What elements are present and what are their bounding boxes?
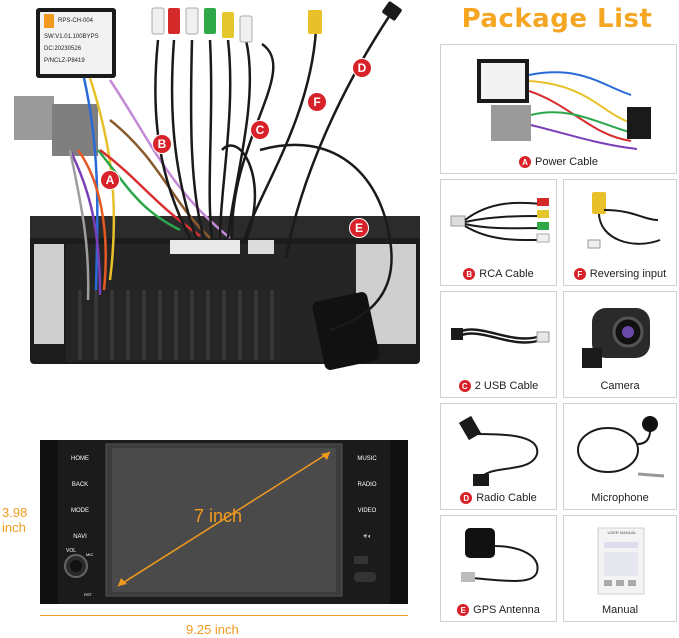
microphone-icon (577, 416, 665, 478)
width-dimension-line (40, 615, 408, 616)
gps-antenna-label: GPS Antenna (473, 604, 540, 616)
manual-header-text: USER MANUAL (607, 530, 637, 535)
brightness-icon[interactable]: ☀︎◐ (362, 534, 372, 540)
width-dimension: 9.25 inch (186, 622, 239, 637)
module-label-line3: DC:20230526 (44, 46, 82, 52)
reversing-input-icon (587, 192, 661, 249)
mode-button[interactable]: MODE (71, 508, 89, 514)
microphone-label: Microphone (591, 492, 649, 504)
power-cable-caption: A Power Cable (441, 156, 676, 168)
vol-label: VOL (66, 548, 77, 554)
manual-caption: Manual (564, 604, 676, 616)
marker-e: E (349, 218, 369, 238)
rca-cable-icon (450, 198, 550, 243)
mic-label: MIC (86, 552, 94, 557)
radio-button[interactable]: RADIO (357, 482, 377, 488)
music-button[interactable]: MUSIC (357, 456, 377, 462)
camera-label: Camera (600, 380, 640, 392)
reversing-input-marker: F (573, 268, 586, 280)
marker-a: A (100, 170, 120, 190)
marker-b: B (152, 134, 172, 154)
package-item-manual: USER MANUAL Manual (563, 515, 677, 622)
height-unit: inch (2, 520, 26, 535)
camera-caption: Camera (564, 380, 676, 392)
package-item-microphone: Microphone (563, 403, 677, 510)
manual-label: Manual (601, 604, 639, 616)
right-button-column: MUSIC RADIO VIDEO ☀︎◐ (350, 446, 384, 550)
rca-cable-label: RCA Cable (479, 268, 534, 280)
marker-f: F (307, 92, 327, 112)
wiring-harness-photo: RPS-CH-004 SW:V1.01.100BYPS DC:20230526 … (0, 0, 432, 400)
radio-cable-label: Radio Cable (476, 492, 537, 504)
video-button[interactable]: VIDEO (357, 508, 377, 514)
usb-cable-marker: C (458, 380, 471, 392)
left-button-column: HOME BACK MODE NAVI (68, 446, 92, 550)
radio-cable-marker: D (460, 492, 473, 504)
radio-cable-icon (458, 415, 539, 486)
height-dimension: 3.98 inch (2, 505, 38, 535)
package-list-title: Package List (461, 4, 653, 34)
power-cable-marker: A (519, 156, 531, 168)
head-unit-illustration (40, 440, 408, 604)
package-item-camera: Camera (563, 291, 677, 398)
usb-cable-icon (451, 328, 550, 344)
power-cable-label: Power Cable (535, 156, 598, 168)
height-value: 3.98 (2, 505, 28, 520)
usb-cable-label: 2 USB Cable (474, 380, 539, 392)
wiring-harness-illustration: RPS-CH-004 SW:V1.01.100BYPS DC:20230526 … (14, 1, 420, 370)
gps-antenna-icon (461, 528, 539, 582)
marker-c: C (250, 120, 270, 140)
reversing-input-label: Reversing input (589, 268, 667, 280)
module-label-line1: RPS-CH-004 (58, 18, 94, 24)
package-item-power-cable: A Power Cable (440, 44, 677, 174)
home-button[interactable]: HOME (71, 456, 89, 462)
head-unit-front: HOME BACK MODE NAVI VOL MIC RST MUSIC RA… (40, 432, 408, 610)
microphone-caption: Microphone (564, 492, 676, 504)
module-label-line4: P/NCLZ-P8419 (44, 58, 85, 64)
module-label-line2: SW:V1.01.100BYPS (44, 34, 99, 40)
camera-icon (582, 308, 650, 368)
screen-size-label: 7 inch (194, 506, 243, 526)
rca-cable-marker: B (463, 268, 476, 280)
navi-button[interactable]: NAVI (73, 534, 87, 540)
gps-antenna-marker: E (457, 604, 470, 616)
marker-d: D (352, 58, 372, 78)
power-cable-icon (477, 59, 651, 150)
rst-label: RST (84, 592, 92, 597)
manual-icon (597, 527, 645, 595)
back-button[interactable]: BACK (71, 482, 89, 488)
